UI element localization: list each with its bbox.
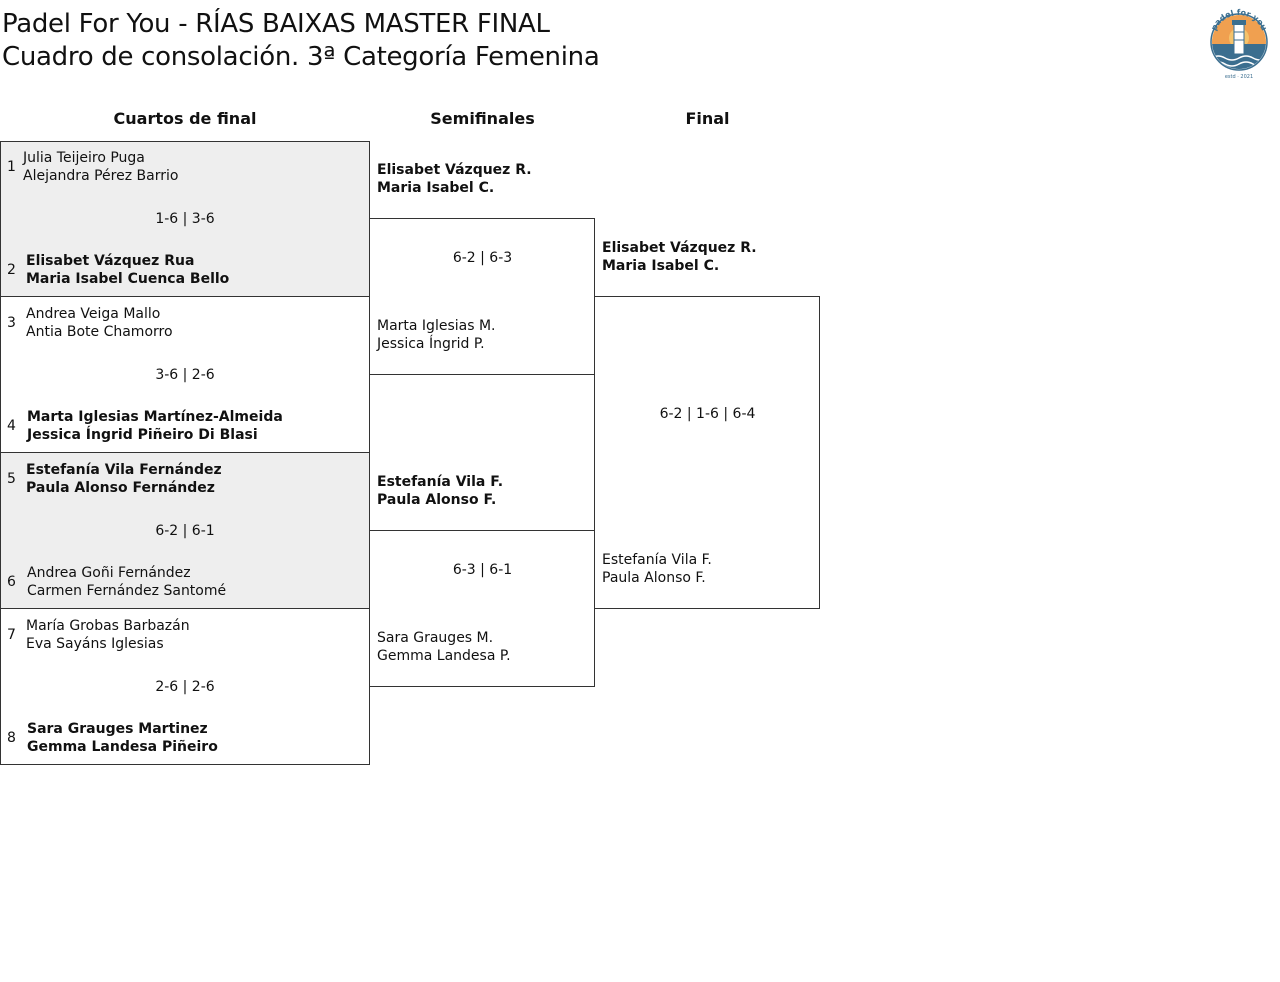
page-title: Padel For You - RÍAS BAIXAS MASTER FINAL xyxy=(2,9,550,39)
team-entry[interactable]: María Grobas Barbazán Eva Sayáns Iglesia… xyxy=(26,617,190,653)
final-match xyxy=(594,296,820,609)
team-entry[interactable]: Marta Iglesias M. Jessica Íngrid P. xyxy=(377,317,496,353)
player-name: Estefanía Vila Fernández xyxy=(26,462,222,478)
player-name: Gemma Landesa P. xyxy=(377,648,511,664)
player-name: Andrea Veiga Mallo xyxy=(26,306,161,322)
team-entry[interactable]: Sara Grauges M. Gemma Landesa P. xyxy=(377,629,511,665)
player-name: Maria Isabel Cuenca Bello xyxy=(26,271,230,287)
player-name: Paula Alonso Fernández xyxy=(26,480,215,496)
match-score: 1-6 | 3-6 xyxy=(155,211,215,227)
round-header-semis: Semifinales xyxy=(430,109,535,128)
seed-number: 6 xyxy=(7,574,16,590)
team-entry-winner[interactable]: Elisabet Vázquez R. Maria Isabel C. xyxy=(602,239,757,275)
player-name: Marta Iglesias M. xyxy=(377,318,496,334)
player-name: Maria Isabel C. xyxy=(602,258,720,274)
player-name: Andrea Goñi Fernández xyxy=(27,565,191,581)
match-score: 3-6 | 2-6 xyxy=(155,367,215,383)
player-name: Estefanía Vila F. xyxy=(377,474,504,490)
player-name: Paula Alonso F. xyxy=(602,570,706,586)
round-header-quarters: Cuartos de final xyxy=(113,109,257,128)
seed-number: 4 xyxy=(7,418,16,434)
team-entry[interactable]: Andrea Goñi Fernández Carmen Fernández S… xyxy=(27,564,226,600)
player-name: Carmen Fernández Santomé xyxy=(27,583,227,599)
team-entry-winner[interactable]: Elisabet Vázquez Rua Maria Isabel Cuenca… xyxy=(26,252,229,288)
team-entry[interactable]: Andrea Veiga Mallo Antia Bote Chamorro xyxy=(26,305,173,341)
player-name: Estefanía Vila F. xyxy=(602,552,712,568)
team-entry[interactable]: Estefanía Vila F. Paula Alonso F. xyxy=(602,551,712,587)
team-entry-winner[interactable]: Estefanía Vila Fernández Paula Alonso Fe… xyxy=(26,461,222,497)
player-name: Marta Iglesias Martínez-Almeida xyxy=(27,409,283,425)
player-name: Alejandra Pérez Barrio xyxy=(23,168,179,184)
seed-number: 5 xyxy=(7,471,16,487)
team-entry-winner[interactable]: Marta Iglesias Martínez-Almeida Jessica … xyxy=(27,408,283,444)
player-name: Gemma Landesa Piñeiro xyxy=(27,739,218,755)
team-entry-winner[interactable]: Elisabet Vázquez R. Maria Isabel C. xyxy=(377,161,532,197)
player-name: Sara Grauges Martinez xyxy=(27,721,208,737)
match-score: 6-2 | 6-3 xyxy=(452,250,513,266)
team-entry[interactable]: Julia Teijeiro Puga Alejandra Pérez Barr… xyxy=(23,149,178,185)
team-entry-winner[interactable]: Sara Grauges Martinez Gemma Landesa Piñe… xyxy=(27,720,218,756)
match-score: 2-6 | 2-6 xyxy=(155,679,215,695)
seed-number: 1 xyxy=(7,159,16,175)
padel-for-you-logo: padel for you estd · 2021 xyxy=(1206,2,1272,80)
player-name: Julia Teijeiro Puga xyxy=(23,150,145,166)
seed-number: 2 xyxy=(7,262,16,278)
player-name: Jessica Íngrid P. xyxy=(377,336,485,352)
player-name: María Grobas Barbazán xyxy=(26,618,190,634)
seed-number: 8 xyxy=(7,730,16,746)
seed-number: 3 xyxy=(7,315,16,331)
player-name: Eva Sayáns Iglesias xyxy=(26,636,164,652)
logo-subtext: estd · 2021 xyxy=(1225,74,1253,80)
player-name: Jessica Íngrid Piñeiro Di Blasi xyxy=(27,427,258,443)
page-subtitle: Cuadro de consolación. 3ª Categoría Feme… xyxy=(2,42,600,72)
quarterfinal-match-3 xyxy=(0,452,370,609)
player-name: Elisabet Vázquez Rua xyxy=(26,253,195,269)
player-name: Paula Alonso F. xyxy=(377,492,497,508)
player-name: Maria Isabel C. xyxy=(377,180,495,196)
match-score: 6-2 | 6-1 xyxy=(155,523,215,539)
player-name: Elisabet Vázquez R. xyxy=(602,240,757,256)
player-name: Antia Bote Chamorro xyxy=(26,324,173,340)
round-header-final: Final xyxy=(685,109,730,128)
match-score: 6-2 | 1-6 | 6-4 xyxy=(659,406,756,422)
player-name: Sara Grauges M. xyxy=(377,630,494,646)
quarterfinal-match-1 xyxy=(0,141,370,297)
team-entry-winner[interactable]: Estefanía Vila F. Paula Alonso F. xyxy=(377,473,503,509)
player-name: Elisabet Vázquez R. xyxy=(377,162,532,178)
match-score: 6-3 | 6-1 xyxy=(452,562,513,578)
seed-number: 7 xyxy=(7,627,16,643)
